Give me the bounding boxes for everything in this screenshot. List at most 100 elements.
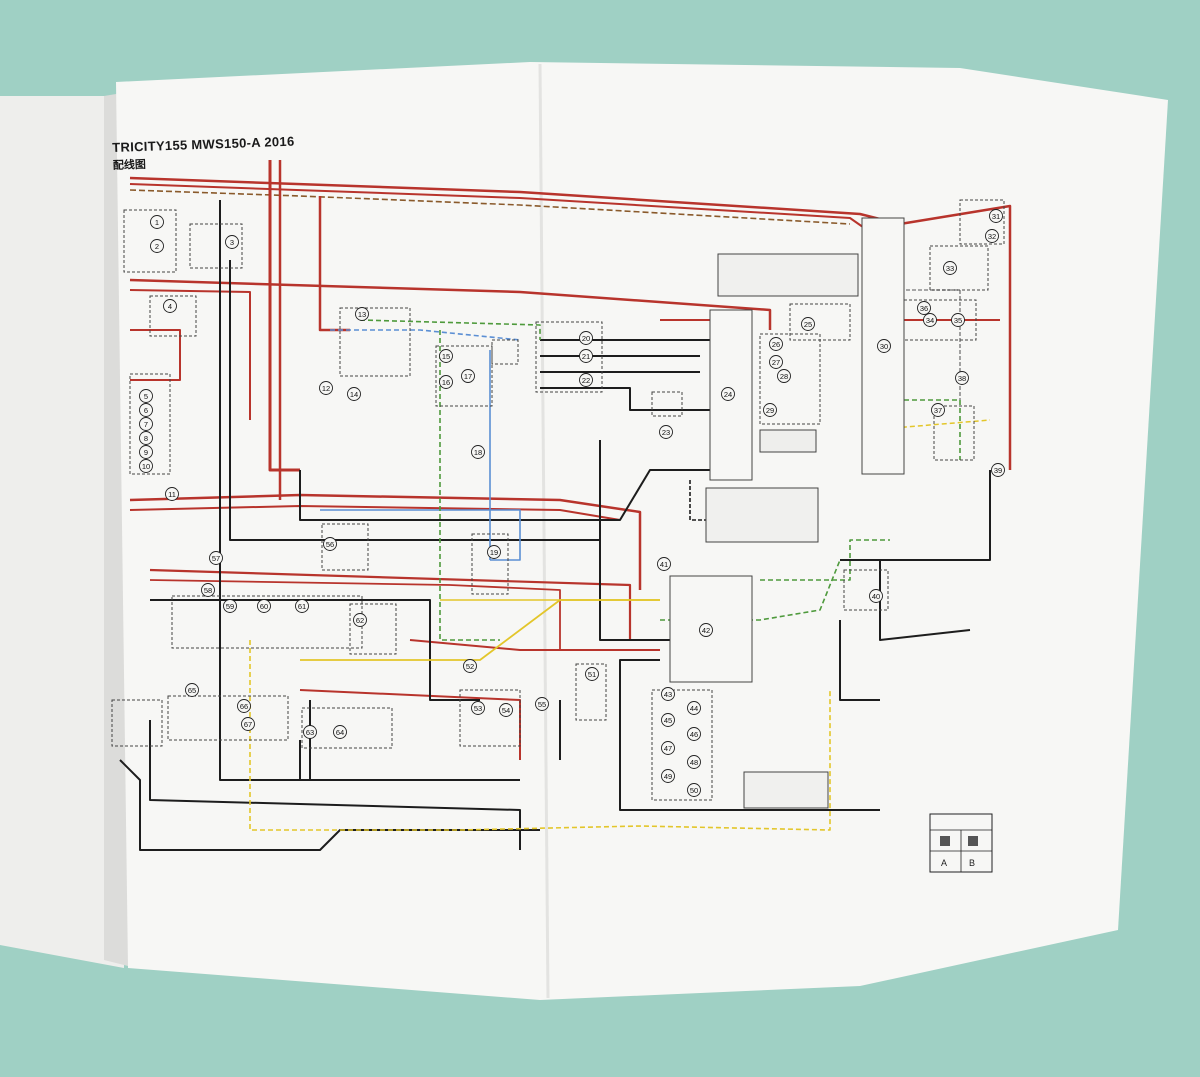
wire [330, 329, 521, 341]
component-number: 42 [702, 626, 710, 635]
component-46: 46 [687, 727, 701, 741]
component-number: 11 [168, 490, 176, 499]
component-number: 62 [356, 616, 364, 625]
component-number: 61 [298, 602, 306, 611]
component-65: 65 [185, 683, 199, 697]
component-2: 2 [150, 239, 164, 253]
component-number: 29 [766, 406, 774, 415]
component-marker [661, 741, 675, 755]
component-57: 57 [209, 551, 223, 565]
wire [268, 160, 300, 472]
component-box [929, 245, 989, 291]
component-marker [439, 375, 453, 389]
component-marker [661, 713, 675, 727]
component-12: 12 [319, 381, 333, 395]
component-61: 61 [295, 599, 309, 613]
component-53: 53 [471, 701, 485, 715]
wire [129, 493, 642, 590]
component-marker [471, 445, 485, 459]
component-54: 54 [499, 703, 513, 717]
component-18: 18 [471, 445, 485, 459]
component-marker [931, 403, 945, 417]
component-marker [585, 667, 599, 681]
wire [150, 599, 480, 701]
component-number: 14 [350, 390, 358, 399]
component-number: 59 [226, 602, 234, 611]
legend-box: A B [929, 813, 993, 873]
component-marker [769, 355, 783, 369]
component-marker [303, 725, 317, 739]
component-marker [319, 381, 333, 395]
component-marker [461, 369, 475, 383]
component-51: 51 [585, 667, 599, 681]
component-box [129, 373, 171, 475]
component-number: 57 [212, 554, 220, 563]
component-marker [951, 313, 965, 327]
component-marker [139, 389, 153, 403]
component-box [471, 533, 509, 595]
wire [320, 509, 521, 561]
component-box [301, 707, 393, 749]
component-10: 10 [139, 459, 153, 473]
component-63: 63 [303, 725, 317, 739]
component-number: 18 [474, 448, 482, 457]
document-title-block: TRICITY155 MWS150-A 2016 配线图 [112, 134, 295, 173]
component-marker [323, 537, 337, 551]
component-marker [139, 445, 153, 459]
component-marker [499, 703, 513, 717]
component-marker [985, 229, 999, 243]
component-number: 16 [442, 378, 450, 387]
component-box [491, 339, 519, 365]
component-marker [209, 551, 223, 565]
component-45: 45 [661, 713, 675, 727]
component-box [933, 405, 975, 461]
component-number: 53 [474, 704, 482, 713]
component-number: 26 [772, 340, 780, 349]
component-number: 56 [326, 540, 334, 549]
component-box [123, 209, 177, 273]
wires-layer [119, 160, 1012, 851]
component-box [339, 307, 411, 377]
component-marker [661, 687, 675, 701]
component-box [149, 295, 197, 337]
component-9: 9 [139, 445, 153, 459]
component-marker [150, 215, 164, 229]
legend-symbol-a: A [941, 858, 947, 868]
component-marker [185, 683, 199, 697]
component-number: 52 [466, 662, 474, 671]
component-50: 50 [687, 783, 701, 797]
wire [130, 329, 181, 381]
component-marker [347, 387, 361, 401]
component-number: 20 [582, 334, 590, 343]
component-66: 66 [237, 699, 251, 713]
component-box [651, 391, 683, 417]
component-number: 23 [662, 428, 670, 437]
component-number: 37 [934, 406, 942, 415]
component-27: 27 [769, 355, 783, 369]
component-box [535, 321, 603, 393]
component-number: 43 [664, 690, 672, 699]
wire [149, 568, 632, 640]
meter-block [861, 217, 905, 475]
component-number: 28 [780, 372, 788, 381]
component-number: 47 [664, 744, 672, 753]
component-42: 42 [699, 623, 713, 637]
component-marker [487, 545, 501, 559]
component-number: 34 [926, 316, 934, 325]
component-37: 37 [931, 403, 945, 417]
component-35: 35 [951, 313, 965, 327]
component-box [189, 223, 243, 269]
component-7: 7 [139, 417, 153, 431]
fold-line [538, 63, 550, 999]
component-marker [333, 725, 347, 739]
diagram-sheet [116, 62, 1168, 1000]
component-marker [353, 613, 367, 627]
component-marker [579, 373, 593, 387]
component-marker [687, 701, 701, 715]
component-4: 4 [163, 299, 177, 313]
component-marker [687, 755, 701, 769]
component-17: 17 [461, 369, 475, 383]
wire [299, 469, 710, 521]
